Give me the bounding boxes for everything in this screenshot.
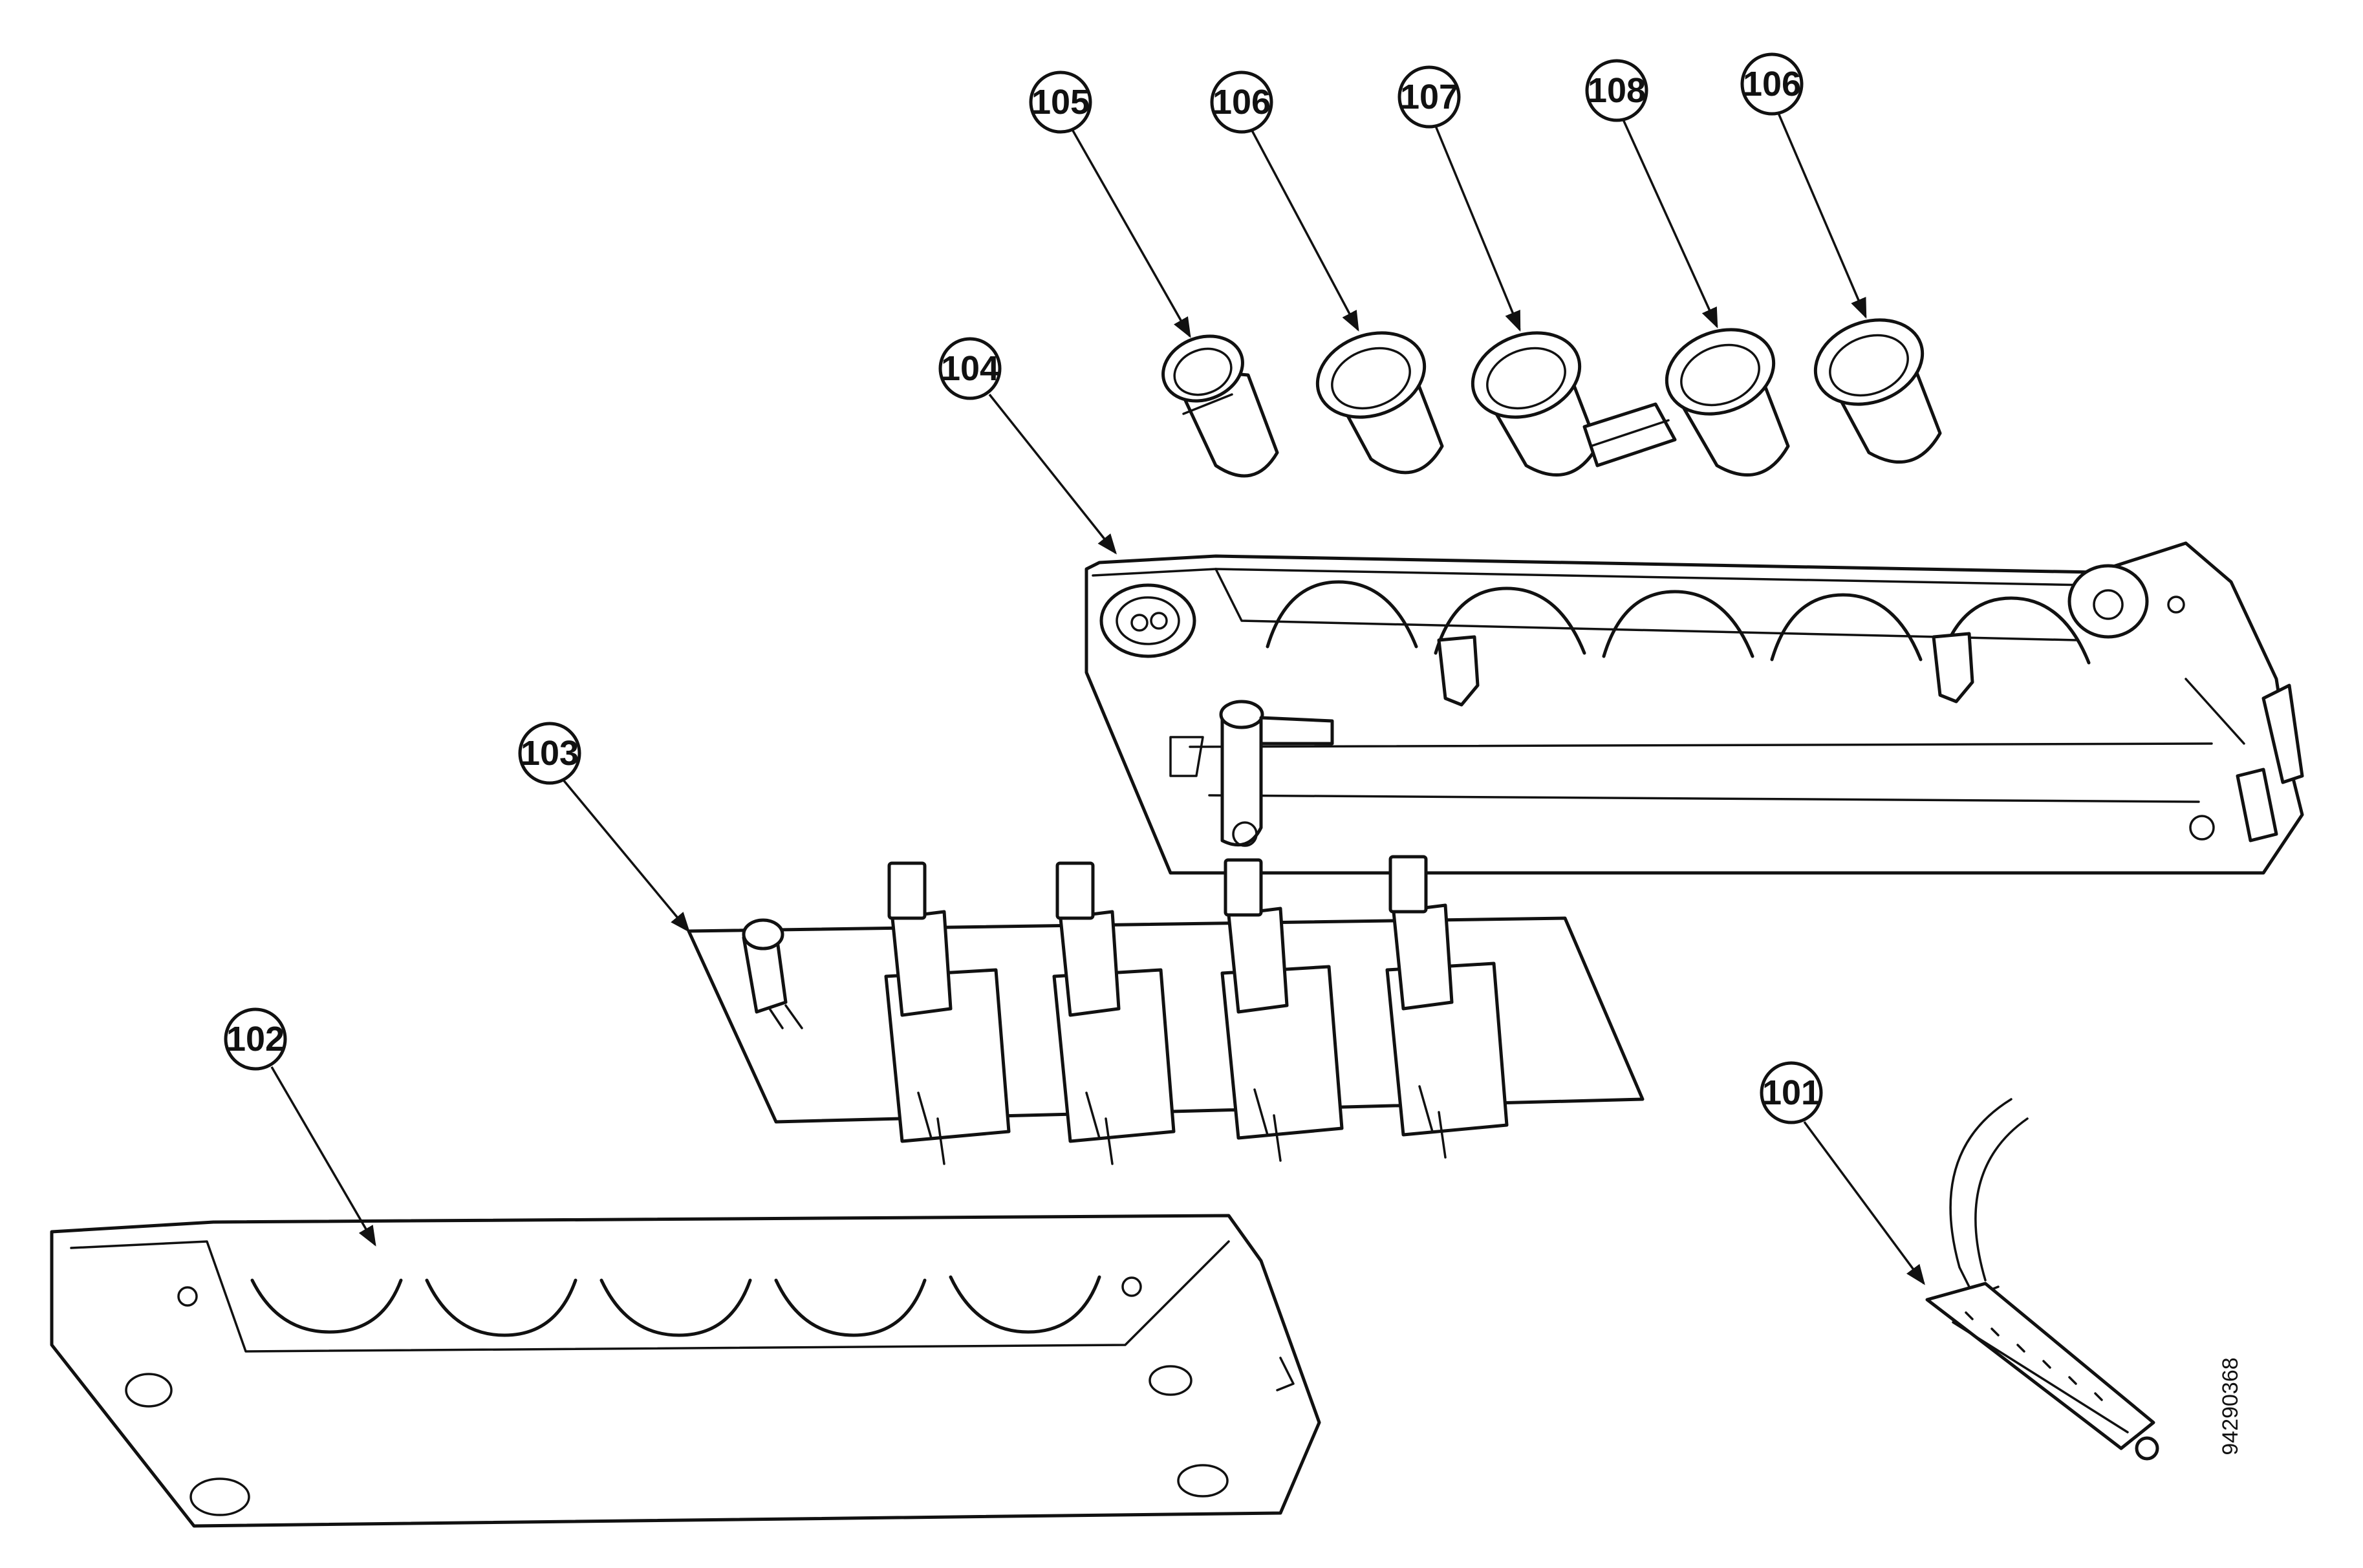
lower-housing-102 [50, 1214, 1321, 1528]
cap-106-right [1813, 318, 1942, 464]
document-number: 94290368 [2218, 1357, 2243, 1455]
callout-103-circle [518, 722, 581, 785]
callout-104-circle [938, 337, 1002, 400]
callout-103-label: 103 [521, 734, 579, 773]
switch-4 [1385, 855, 1509, 1159]
callout-106-left-circle [1210, 70, 1273, 134]
callout-106-right-circle [1740, 52, 1804, 116]
cap-107-108-pair [1471, 328, 1790, 477]
circuit-board-103 [687, 855, 1645, 1165]
leader-101 [1803, 1121, 1925, 1285]
callout-108-circle [1585, 59, 1648, 122]
callout-105-circle [1029, 70, 1092, 134]
leader-106-left [1250, 129, 1359, 332]
led [742, 918, 803, 1029]
callout-107-label: 107 [1400, 78, 1458, 116]
leader-108 [1622, 119, 1718, 328]
callout-101-circle [1760, 1061, 1823, 1124]
callouts: 105 106 107 108 106 104 103 102 101 [224, 52, 1925, 1285]
button-caps-group [1161, 318, 1942, 478]
callout-101-label: 101 [1762, 1073, 1820, 1112]
switch-3 [1220, 858, 1344, 1162]
callout-102-label: 102 [226, 1020, 285, 1058]
leader-107 [1434, 125, 1521, 332]
callout-108-label: 108 [1588, 71, 1646, 110]
leader-105 [1069, 125, 1191, 338]
callout-104-label: 104 [941, 349, 999, 388]
callout-107-circle [1397, 65, 1461, 129]
leader-103 [561, 778, 691, 933]
callout-102-circle [224, 1007, 287, 1071]
callout-106-left-label: 106 [1213, 83, 1271, 122]
ribbon-connector-101 [1925, 1098, 2159, 1461]
leader-106-right [1777, 113, 1867, 319]
switch-1 [884, 861, 1011, 1165]
cap-106-left [1315, 331, 1444, 475]
leader-104 [988, 393, 1117, 555]
leader-102 [270, 1066, 376, 1247]
switch-2 [1052, 861, 1176, 1165]
cap-105 [1161, 334, 1279, 478]
upper-housing-104 [1084, 541, 2304, 875]
callout-105-label: 105 [1031, 83, 1090, 122]
callout-106-right-label: 106 [1743, 65, 1801, 103]
